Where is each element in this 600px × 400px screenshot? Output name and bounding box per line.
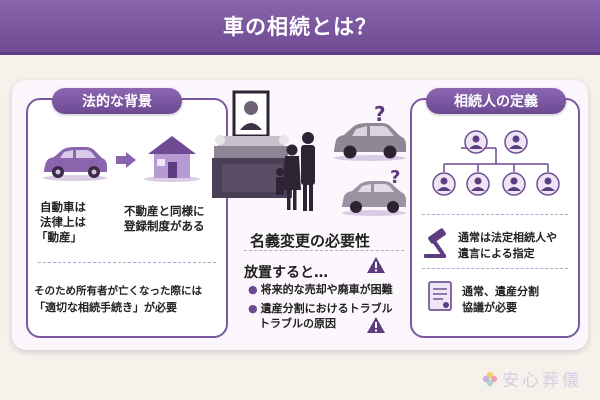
footer-logo: 安心葬儀 xyxy=(482,366,582,391)
legal-background-box xyxy=(26,98,228,338)
warning-icon-1 xyxy=(367,257,385,273)
warning-icon-2 xyxy=(367,317,385,333)
svg-text:?: ? xyxy=(374,102,386,126)
car-icon-upper xyxy=(334,123,406,161)
center-bullet-2-text: 遺産分割におけるトラブル xyxy=(260,302,393,315)
right-item-2-line-2: 協議が必要 xyxy=(462,301,517,314)
center-bullet-1-text: 将来的な売却や廃車が困難 xyxy=(260,283,393,296)
center-bullet-2-continuation: トラブルの原因 xyxy=(259,317,336,330)
center-bullet-2: ●遺産分割におけるトラブル xyxy=(248,302,393,315)
question-mark-icon-2: ? xyxy=(390,167,400,188)
main-panel: 法的な背景 自動車は 法律上は 「動産」 不動産と同様に 登録制度がある そのた… xyxy=(12,80,588,350)
right-divider-1 xyxy=(422,214,568,215)
house-icon xyxy=(144,136,200,182)
left-divider xyxy=(38,262,216,263)
house-caption-1: 不動産と同様に xyxy=(124,204,205,218)
document-icon xyxy=(428,281,452,311)
heir-definition-heading: 相続人の定義 xyxy=(426,88,566,114)
flower-logo-icon xyxy=(482,371,498,386)
footer-logo-text: 安心葬儀 xyxy=(502,371,582,391)
car-icon-lower xyxy=(342,181,406,216)
question-mark-icon-1: ? xyxy=(374,102,386,126)
left-note-2: 「適切な相続手続き」が必要 xyxy=(34,301,177,314)
legal-background-heading: 法的な背景 xyxy=(52,88,182,114)
page-title: 車の相続とは？ xyxy=(223,15,377,39)
center-subtitle: 放置すると… xyxy=(244,265,328,281)
car-icon xyxy=(43,147,107,181)
header-underline xyxy=(0,52,600,55)
right-item-1-line-1: 通常は法定相続人や xyxy=(458,231,557,244)
house-caption-2: 登録制度がある xyxy=(124,219,205,233)
mourners-icon xyxy=(276,132,315,211)
right-item-1-line-2: 遺言による指定 xyxy=(458,247,535,260)
left-note-1: そのため所有者が亡くなった際には xyxy=(34,285,202,297)
arrow-right-icon xyxy=(116,152,136,168)
family-tree-icon xyxy=(432,130,560,196)
car-caption-2: 法律上は xyxy=(40,215,86,229)
center-title: 名義変更の必要性 xyxy=(250,232,371,250)
svg-text:?: ? xyxy=(390,167,400,188)
right-item-2-line-1: 通常、遺産分割 xyxy=(462,285,539,298)
car-caption-3: 「動産」 xyxy=(36,230,82,244)
right-divider-2 xyxy=(422,268,568,269)
page-header: 車の相続とは？ xyxy=(0,0,600,52)
gavel-icon xyxy=(424,228,446,258)
center-title-divider xyxy=(244,250,404,251)
center-bullet-1: ●将来的な売却や廃車が困難 xyxy=(248,283,393,296)
car-caption-1: 自動車は xyxy=(40,200,86,214)
